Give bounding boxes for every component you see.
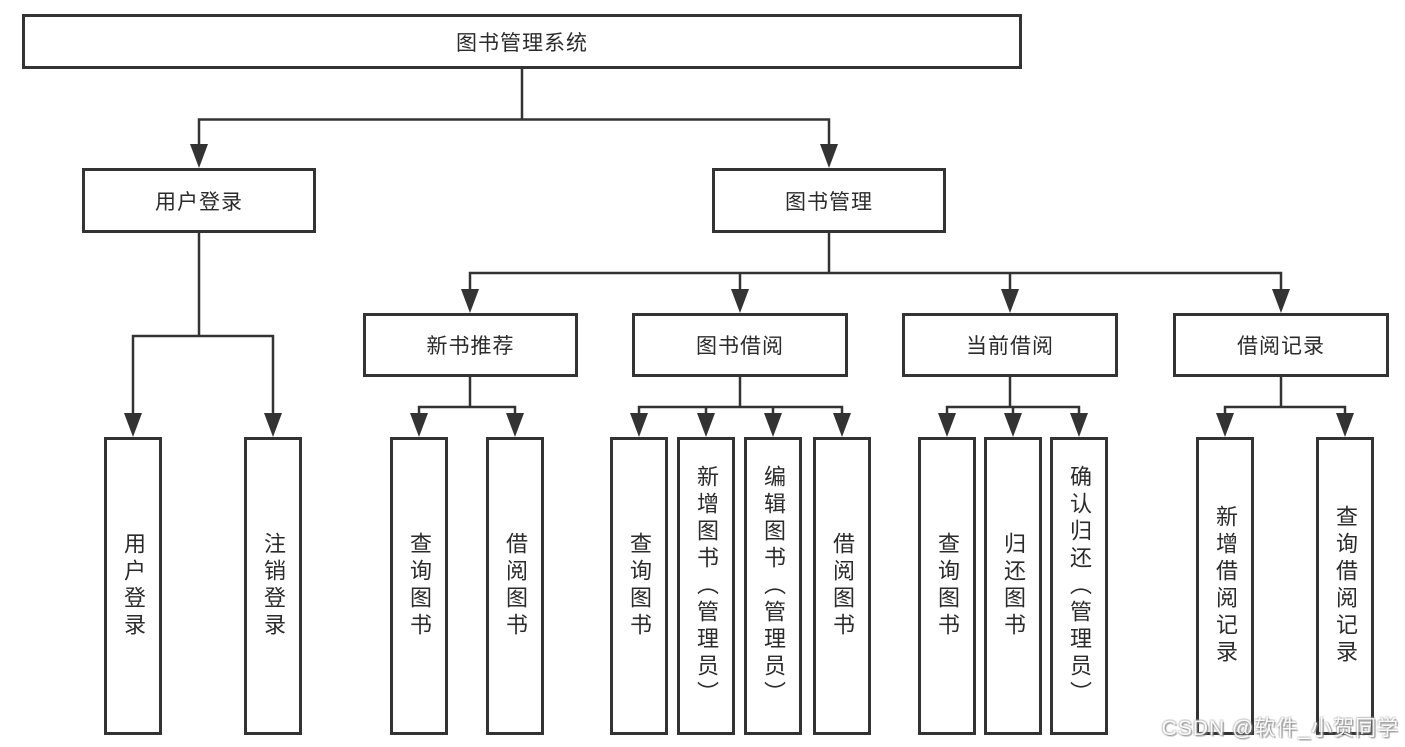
node-book-borrow: 图书借阅 <box>632 313 848 377</box>
arrow-down-icon <box>697 413 715 437</box>
leaf-label: 借阅图书 <box>830 532 855 640</box>
arrow-down-icon <box>190 144 208 168</box>
leaf-label: 注销登录 <box>261 532 286 640</box>
leaf-query-book-2: 查询图书 <box>610 437 668 735</box>
leaf-user-login: 用户登录 <box>104 437 162 735</box>
connector-current-to-leaves <box>945 377 1081 419</box>
csdn-watermark: CSDN @软件_小贺同学 <box>1161 717 1399 740</box>
arrow-down-icon <box>506 413 524 437</box>
leaf-borrow-book-1: 借阅图书 <box>486 437 544 735</box>
arrow-down-icon <box>410 413 428 437</box>
arrow-down-icon <box>1216 413 1234 437</box>
leaf-label: 查询借阅记录 <box>1333 505 1358 667</box>
leaf-label: 查询图书 <box>935 532 960 640</box>
node-user-login: 用户登录 <box>82 168 316 233</box>
leaf-edit-book-admin: 编辑图书（管理员） <box>744 437 802 735</box>
connector-user-login-to-leaves <box>131 233 275 419</box>
node-label: 当前借阅 <box>966 335 1054 358</box>
leaf-query-book-3: 查询图书 <box>918 437 976 735</box>
connector-records-to-leaves <box>1223 377 1347 419</box>
leaf-label: 确认归还（管理员） <box>1067 464 1092 708</box>
leaf-label: 归还图书 <box>1001 532 1026 640</box>
leaf-confirm-return-admin: 确认归还（管理员） <box>1050 437 1108 735</box>
connector-new-book-to-leaves <box>417 377 517 419</box>
connector-borrow-to-leaves <box>637 377 844 419</box>
node-label: 新书推荐 <box>426 335 515 358</box>
leaf-label: 编辑图书（管理员） <box>761 464 786 708</box>
leaf-label: 查询图书 <box>407 532 432 640</box>
node-label: 用户登录 <box>155 190 243 214</box>
leaf-label: 查询图书 <box>627 532 652 640</box>
connector-book-mgmt-to-level3 <box>468 233 1283 295</box>
leaf-return-book: 归还图书 <box>984 437 1042 735</box>
arrow-down-icon <box>833 413 851 437</box>
node-new-book-recommend: 新书推荐 <box>363 313 578 377</box>
leaf-add-borrow-record: 新增借阅记录 <box>1196 437 1254 735</box>
leaf-query-borrow-record: 查询借阅记录 <box>1316 437 1374 735</box>
leaf-label: 新增借阅记录 <box>1213 505 1238 667</box>
arrow-down-icon <box>1004 413 1022 437</box>
node-book-management: 图书管理 <box>712 168 946 233</box>
leaf-add-book-admin: 新增图书（管理员） <box>677 437 735 735</box>
node-current-borrow: 当前借阅 <box>902 313 1118 377</box>
arrow-down-icon <box>938 413 956 437</box>
arrow-down-icon <box>820 144 838 168</box>
leaf-label: 新增图书（管理员） <box>694 464 719 708</box>
arrow-down-icon <box>124 413 142 437</box>
node-root-library-system: 图书管理系统 <box>22 14 1022 69</box>
arrowheads <box>124 144 1354 437</box>
arrow-down-icon <box>731 289 749 313</box>
leaf-label: 用户登录 <box>121 532 146 640</box>
node-label: 图书管理 <box>785 190 873 214</box>
arrow-down-icon <box>1070 413 1088 437</box>
arrow-down-icon <box>630 413 648 437</box>
leaf-borrow-book-2: 借阅图书 <box>813 437 871 735</box>
arrow-down-icon <box>1272 289 1290 313</box>
arrow-down-icon <box>461 289 479 313</box>
arrow-down-icon <box>1001 289 1019 313</box>
node-label: 图书管理系统 <box>456 31 588 55</box>
leaf-label: 借阅图书 <box>503 532 528 640</box>
arrow-down-icon <box>764 413 782 437</box>
leaf-logout: 注销登录 <box>244 437 302 735</box>
node-borrow-records: 借阅记录 <box>1173 313 1389 377</box>
node-label: 借阅记录 <box>1237 335 1325 358</box>
leaf-query-book-1: 查询图书 <box>390 437 448 735</box>
arrow-down-icon <box>264 413 282 437</box>
connector-root-to-level2 <box>197 69 831 149</box>
node-label: 图书借阅 <box>696 335 784 358</box>
arrow-down-icon <box>1336 413 1354 437</box>
